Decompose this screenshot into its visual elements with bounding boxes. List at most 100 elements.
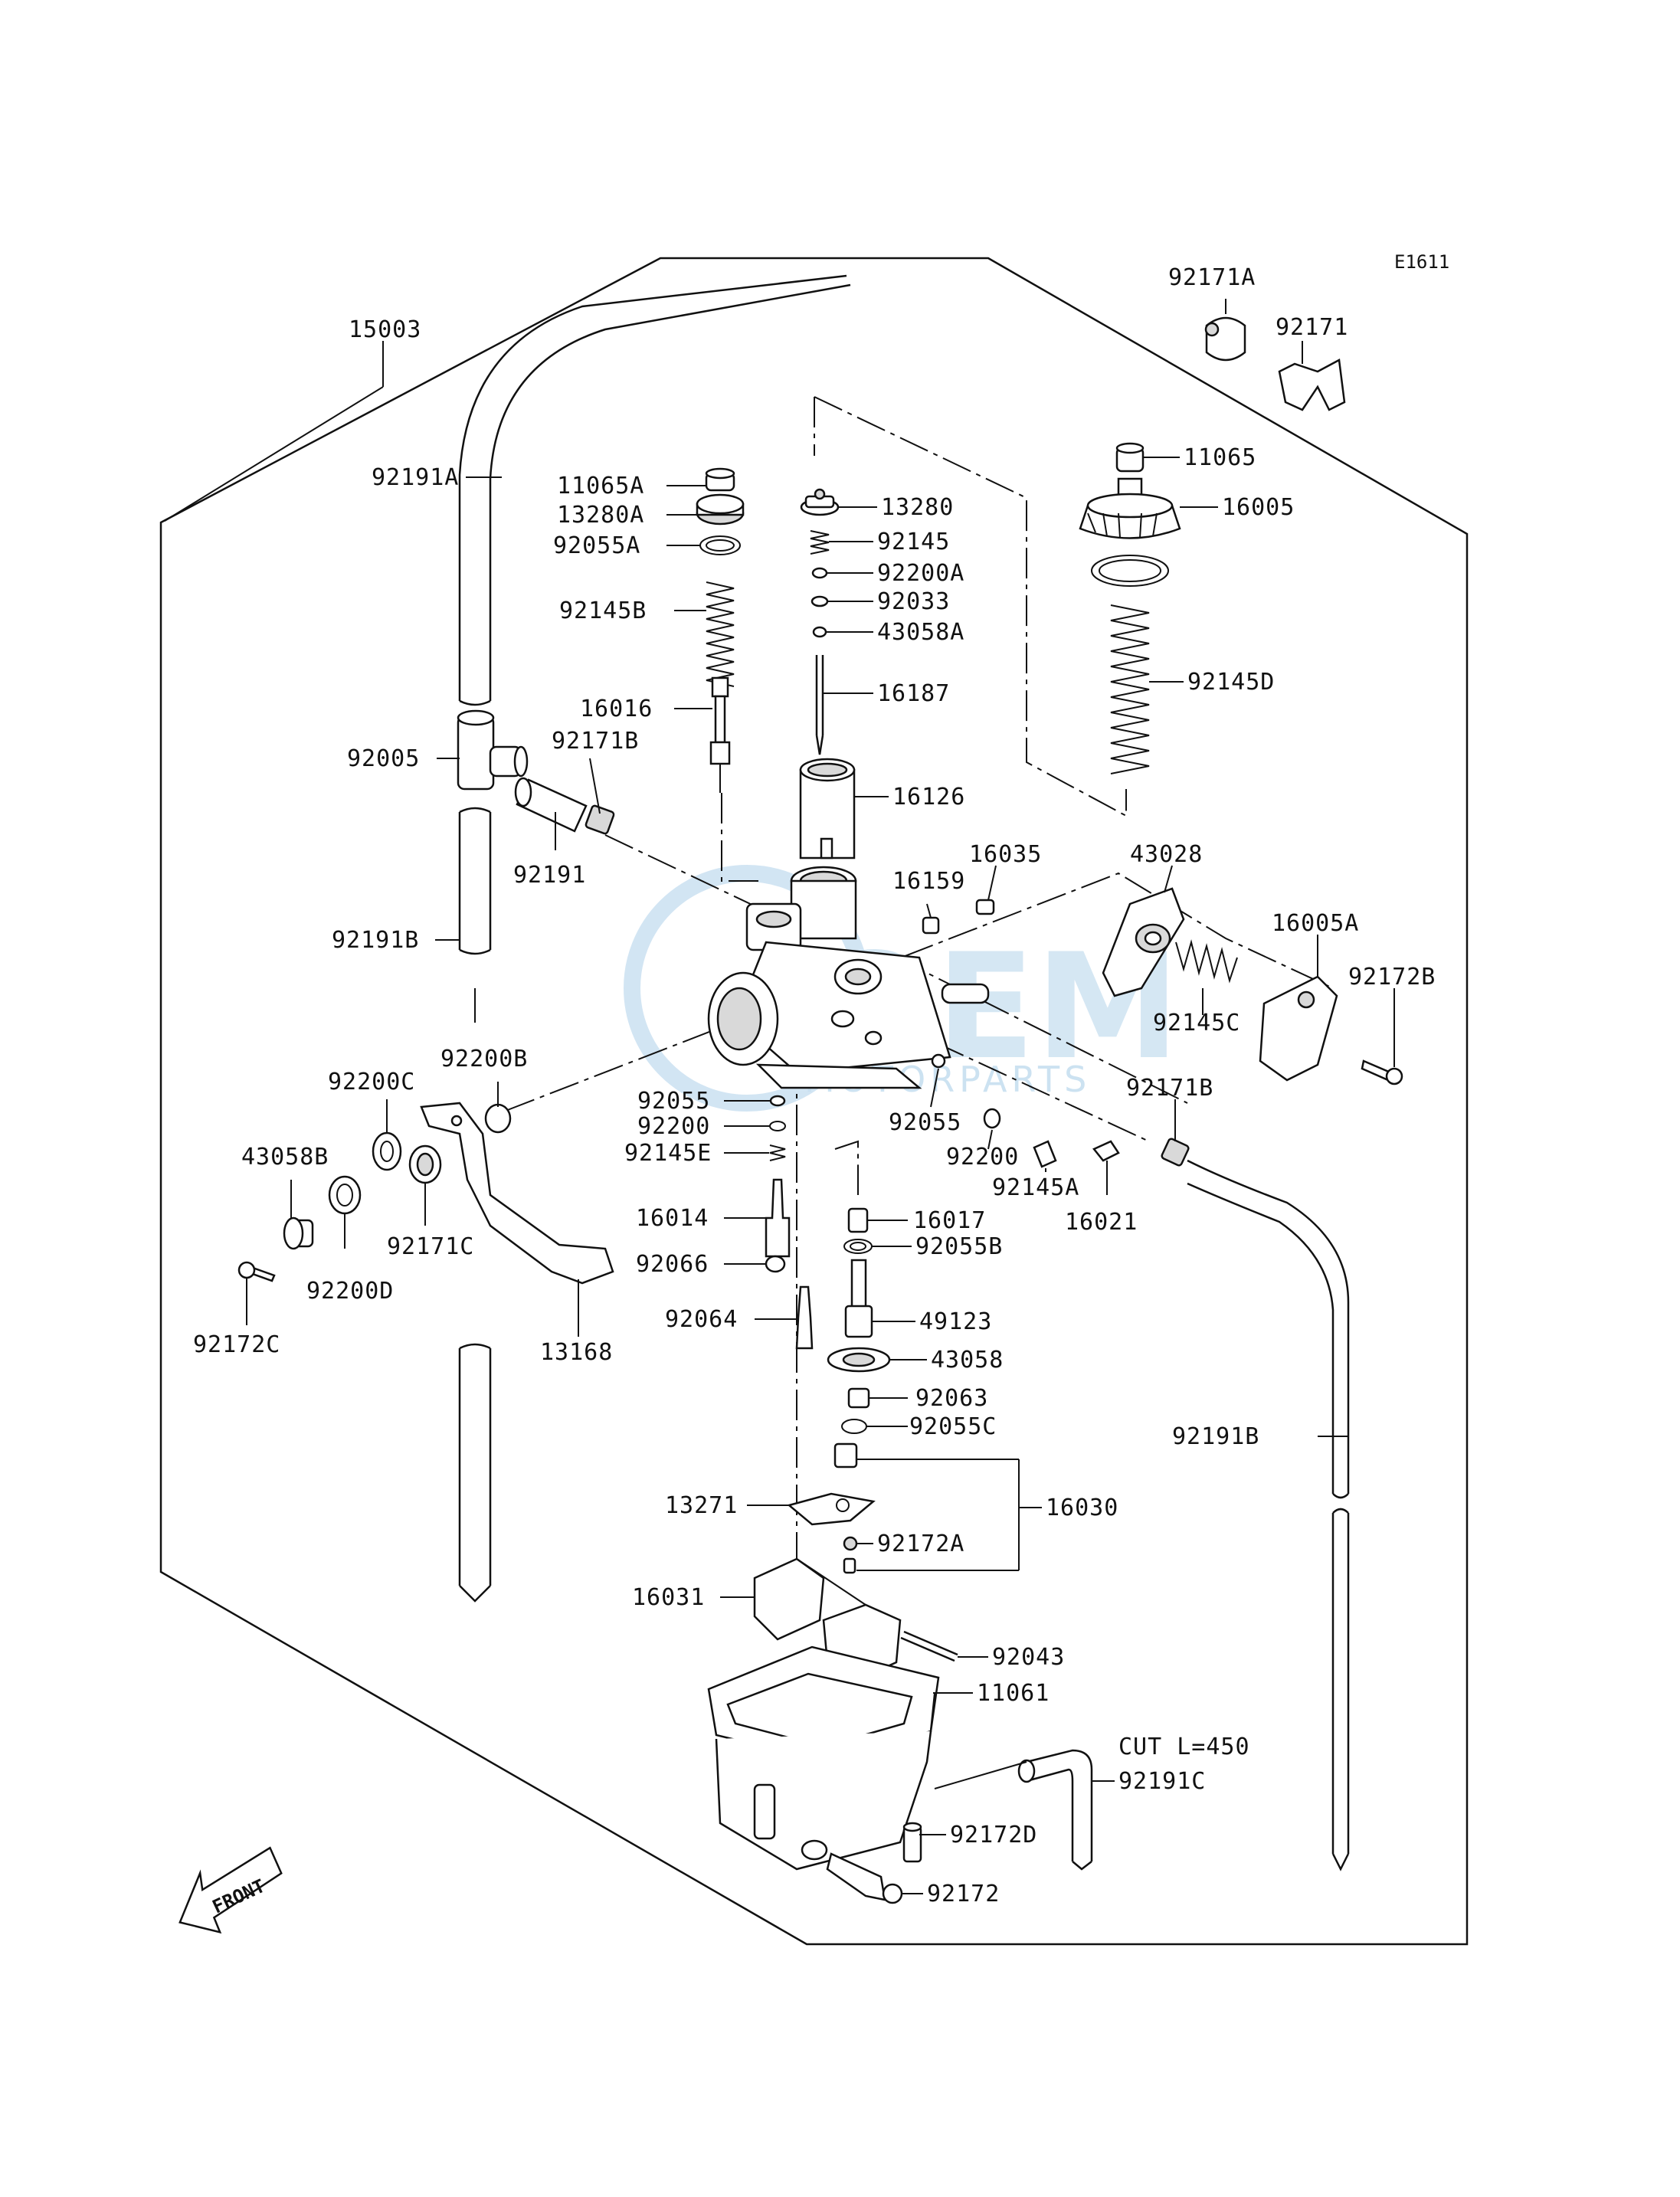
label-92063: 92063 xyxy=(915,1385,988,1412)
label-16021: 16021 xyxy=(1065,1209,1138,1236)
bushing-92171C xyxy=(408,1144,442,1184)
label-16017: 16017 xyxy=(913,1207,986,1234)
label-11065A: 11065A xyxy=(557,473,644,499)
label-13168: 13168 xyxy=(540,1339,613,1366)
needle-16187 xyxy=(815,655,824,755)
clamp-92171 xyxy=(1278,359,1346,411)
label-92200D: 92200D xyxy=(306,1278,394,1305)
label-92172: 92172 xyxy=(927,1881,1000,1907)
label-92171B-left: 92171B xyxy=(552,728,639,755)
top-16005 xyxy=(1079,477,1181,539)
label-13280: 13280 xyxy=(881,494,954,521)
label-92145A: 92145A xyxy=(992,1174,1079,1201)
part-labels: 15003 92191A 11065A 13280A 92055A 92145B… xyxy=(193,264,1436,1907)
label-13271: 13271 xyxy=(665,1492,738,1519)
label-92064: 92064 xyxy=(665,1306,738,1333)
washer-92200C xyxy=(372,1131,402,1171)
screw-92172 xyxy=(826,1852,903,1904)
screw-92172B xyxy=(1361,1059,1403,1085)
label-16016: 16016 xyxy=(580,696,653,722)
label-11061: 11061 xyxy=(977,1680,1050,1707)
ring-under-16005 xyxy=(1091,555,1169,587)
label-92145B: 92145B xyxy=(559,598,647,624)
washer-92200B xyxy=(484,1103,512,1134)
label-92191C: 92191C xyxy=(1118,1768,1206,1795)
cable-tee-92005 xyxy=(457,709,529,791)
front-arrow: FRONT xyxy=(178,1846,283,1934)
cut-note: CUT L=450 xyxy=(1118,1734,1250,1760)
label-16035: 16035 xyxy=(969,841,1042,868)
cap-13280 xyxy=(800,488,840,516)
label-92055C: 92055C xyxy=(909,1413,997,1440)
screw-92172D xyxy=(902,1822,922,1863)
label-92191B-right: 92191B xyxy=(1172,1423,1259,1450)
label-43058B: 43058B xyxy=(241,1144,329,1171)
small-parts-right-column xyxy=(931,1053,1120,1168)
washer-92200D xyxy=(328,1175,362,1215)
label-43028: 43028 xyxy=(1130,841,1203,868)
label-16005A: 16005A xyxy=(1272,910,1359,937)
float-chamber-11061 xyxy=(707,1645,940,1871)
label-16031: 16031 xyxy=(632,1584,705,1611)
label-92200C: 92200C xyxy=(328,1069,415,1095)
label-13280A: 13280A xyxy=(557,502,644,529)
label-43058A: 43058A xyxy=(877,619,964,646)
label-92172D: 92172D xyxy=(950,1822,1037,1848)
label-92055B: 92055B xyxy=(915,1233,1003,1260)
clamp-92171B-right xyxy=(1161,1138,1190,1167)
collar-43058B xyxy=(283,1216,314,1250)
label-92200-right: 92200 xyxy=(946,1144,1019,1171)
throttle-cable xyxy=(458,274,851,1603)
screw-92172A xyxy=(843,1536,858,1551)
spring-92145B xyxy=(706,581,735,687)
assembly-boundary xyxy=(159,257,1469,1946)
pin-92043 xyxy=(900,1630,958,1662)
clamp-92171B-left xyxy=(585,804,615,835)
float-gasket-13271 xyxy=(787,1492,876,1526)
label-16126: 16126 xyxy=(892,784,965,810)
label-92055A: 92055A xyxy=(553,532,640,559)
label-43058: 43058 xyxy=(931,1347,1004,1374)
cable-92191B-right xyxy=(1187,1159,1350,1871)
label-92200B: 92200B xyxy=(440,1046,528,1072)
slide-16126 xyxy=(799,758,856,859)
label-92172C: 92172C xyxy=(193,1331,280,1358)
label-92055-right: 92055 xyxy=(889,1109,961,1136)
spring-92145D xyxy=(1110,604,1150,774)
label-92191A: 92191A xyxy=(372,464,459,491)
label-92005: 92005 xyxy=(347,745,420,772)
label-92172A: 92172A xyxy=(877,1531,964,1557)
label-92145E: 92145E xyxy=(624,1140,712,1167)
label-92145: 92145 xyxy=(877,529,950,555)
spring-92145C xyxy=(1175,939,1238,984)
label-49123: 49123 xyxy=(919,1308,992,1335)
label-92145C: 92145C xyxy=(1153,1010,1240,1036)
valve-16016 xyxy=(709,676,731,793)
label-92033: 92033 xyxy=(877,588,950,615)
tube-92191 xyxy=(514,777,588,833)
cap-16005A xyxy=(1259,975,1338,1082)
label-92043: 92043 xyxy=(992,1644,1065,1671)
screw-92172C xyxy=(237,1261,276,1282)
center-column-parts xyxy=(827,1207,891,1468)
label-11065: 11065 xyxy=(1184,444,1256,471)
fitting-16035 xyxy=(975,899,995,915)
label-92171B-right: 92171B xyxy=(1126,1075,1213,1102)
spring-92145 xyxy=(810,530,830,555)
label-16187: 16187 xyxy=(877,680,950,707)
label-92172B: 92172B xyxy=(1348,964,1436,990)
cap-11065A xyxy=(705,467,735,492)
plug-16159 xyxy=(922,916,940,935)
label-16159: 16159 xyxy=(892,868,965,895)
label-15003: 15003 xyxy=(349,316,421,343)
label-92171C: 92171C xyxy=(387,1233,474,1260)
cover-43028 xyxy=(1102,887,1185,997)
hose-92191C xyxy=(1017,1749,1093,1871)
label-16005: 16005 xyxy=(1222,494,1295,521)
label-92171A: 92171A xyxy=(1168,264,1256,291)
pin-small xyxy=(843,1557,856,1574)
label-16030: 16030 xyxy=(1046,1495,1118,1521)
clamp-92171A xyxy=(1204,316,1246,362)
bracket-13168 xyxy=(420,1102,614,1285)
